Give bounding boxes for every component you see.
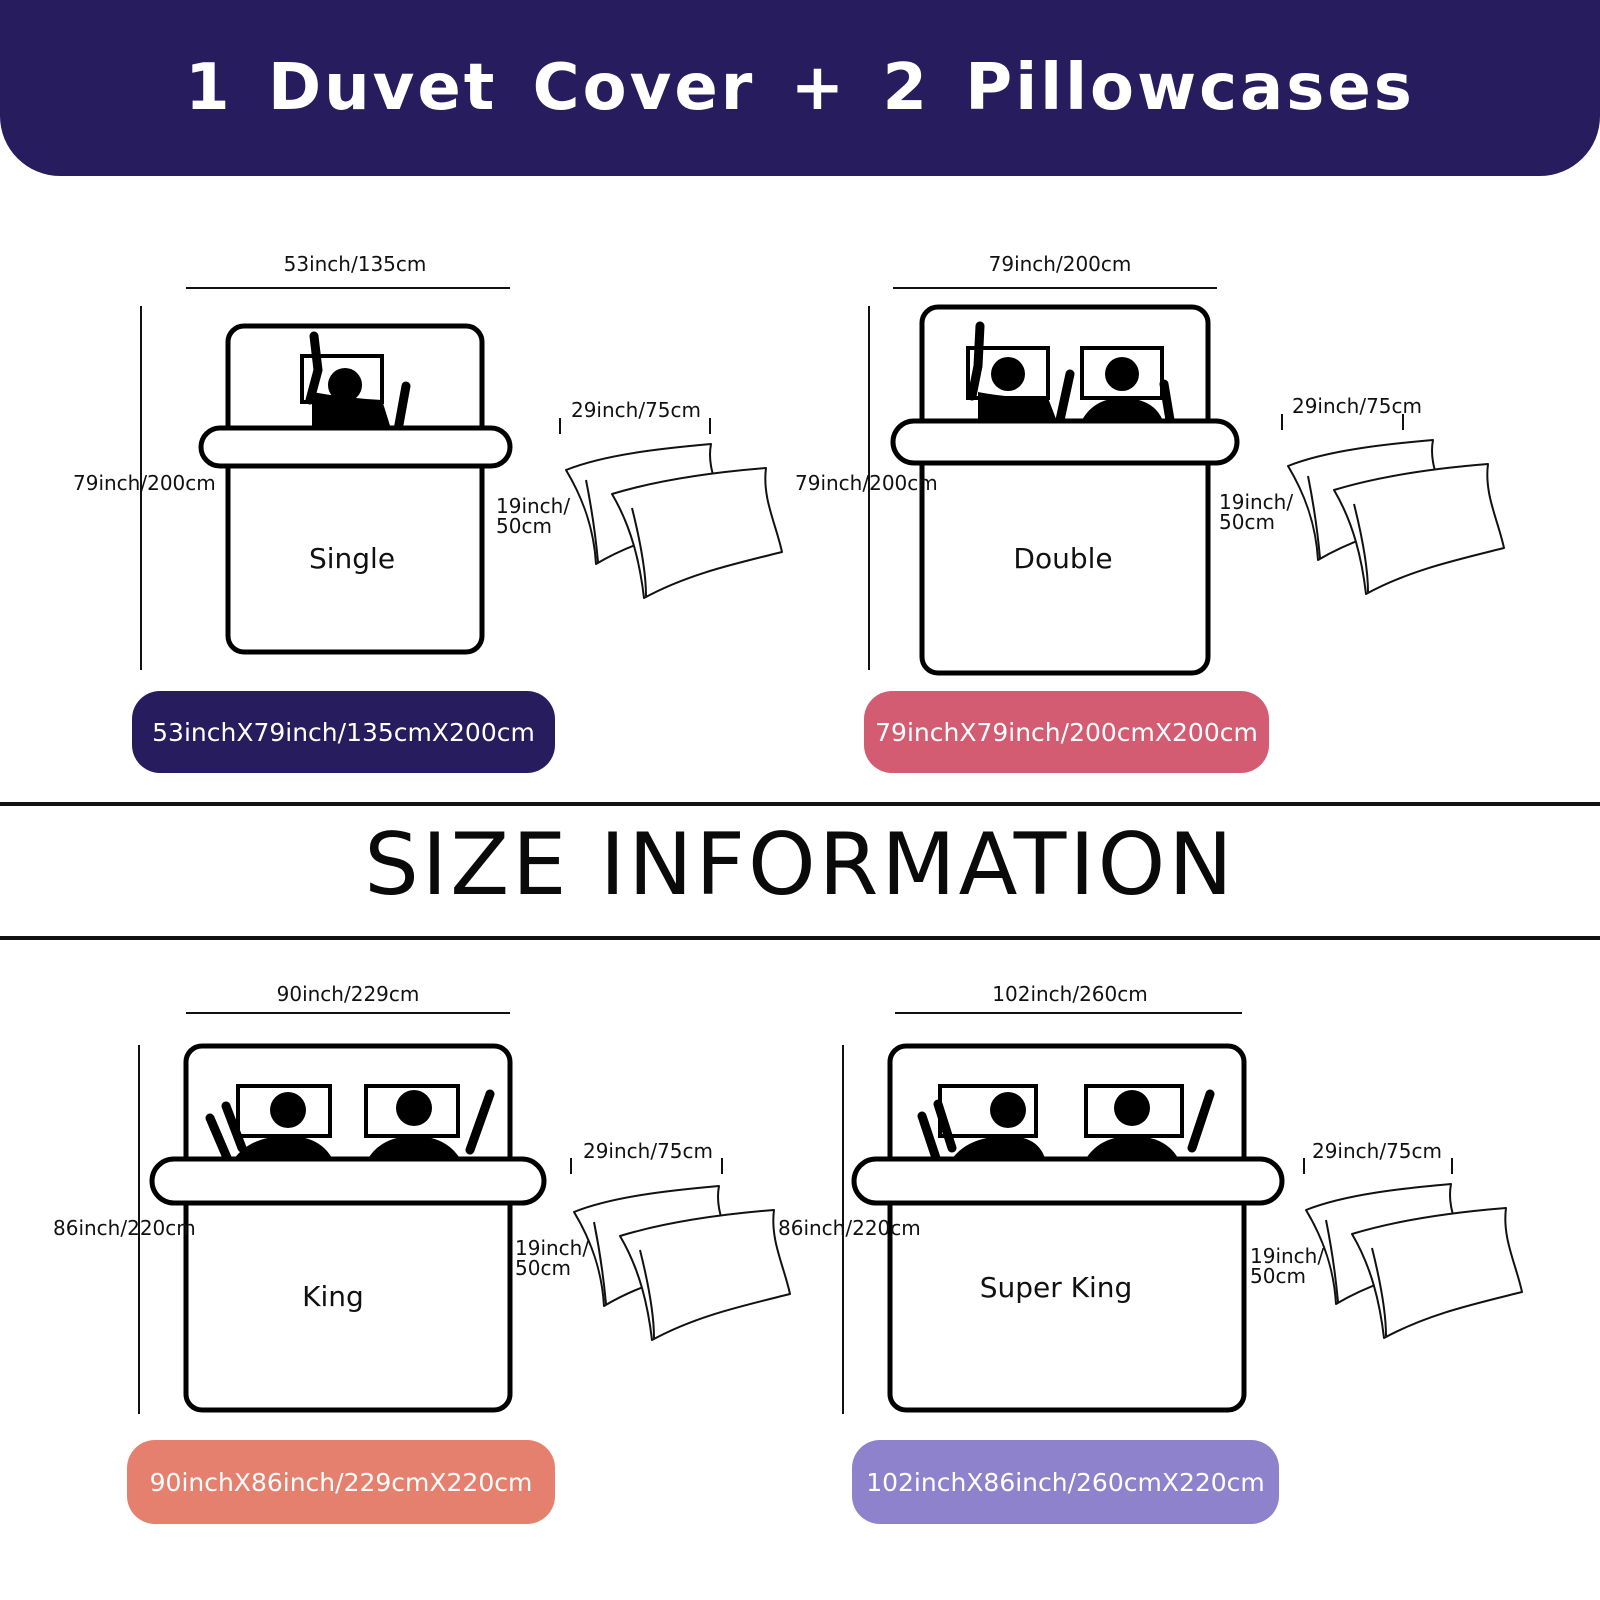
double-length-label: 79inch/200cm (795, 471, 938, 495)
king-width-label: 90inch/229cm (276, 982, 420, 1006)
king-pillow-height-label: 19inch/ 50cm (515, 1236, 590, 1280)
double-size-badge: 79inchX79inch/200cmX200cm (864, 691, 1269, 773)
single-pillow-width-label: 29inch/75cm (570, 398, 702, 422)
super-king-length-label: 86inch/220cm (778, 1216, 921, 1240)
king-bed-name: King (302, 1280, 364, 1313)
super-king-bed-name: Super King (979, 1271, 1133, 1304)
king-size-badge-text: 90inchX86inch/229cmX220cm (149, 1467, 533, 1497)
double-size-badge-text: 79inchX79inch/200cmX200cm (875, 717, 1258, 747)
bed-super-king (842, 1012, 1523, 1414)
double-bed-name: Double (1013, 542, 1113, 575)
king-pillow-width-label: 29inch/75cm (582, 1139, 714, 1163)
single-length-label: 79inch/200cm (73, 471, 216, 495)
divider-bottom (0, 936, 1600, 940)
double-pillow-height-label: 19inch/ 50cm (1219, 490, 1294, 534)
divider-top (0, 802, 1600, 806)
super-king-width-label: 102inch/260cm (992, 982, 1148, 1006)
bed-double (868, 287, 1505, 676)
super-king-pillow-height-label: 19inch/ 50cm (1250, 1244, 1325, 1288)
super-king-size-badge-text: 102inchX86inch/260cmX220cm (866, 1467, 1265, 1497)
super-king-size-badge: 102inchX86inch/260cmX220cm (852, 1440, 1279, 1524)
single-pillow-height-label: 19inch/ 50cm (496, 494, 571, 538)
single-bed-name: Single (308, 542, 396, 575)
king-size-badge: 90inchX86inch/229cmX220cm (127, 1440, 555, 1524)
header-title: 1 Duvet Cover + 2 Pillowcases (185, 51, 1415, 125)
single-width-label: 53inch/135cm (283, 252, 427, 276)
double-width-label: 79inch/200cm (988, 252, 1132, 276)
super-king-pillow-width-label: 29inch/75cm (1311, 1139, 1443, 1163)
bed-king (138, 1012, 791, 1414)
single-size-badge-text: 53inchX79inch/135cmX200cm (152, 717, 535, 747)
double-pillow-width-label: 29inch/75cm (1291, 394, 1423, 418)
king-length-label: 86inch/220cm (53, 1216, 196, 1240)
header-banner: 1 Duvet Cover + 2 Pillowcases (0, 0, 1600, 176)
single-size-badge: 53inchX79inch/135cmX200cm (132, 691, 555, 773)
bed-single (140, 287, 783, 670)
section-title: SIZE INFORMATION (364, 815, 1236, 915)
